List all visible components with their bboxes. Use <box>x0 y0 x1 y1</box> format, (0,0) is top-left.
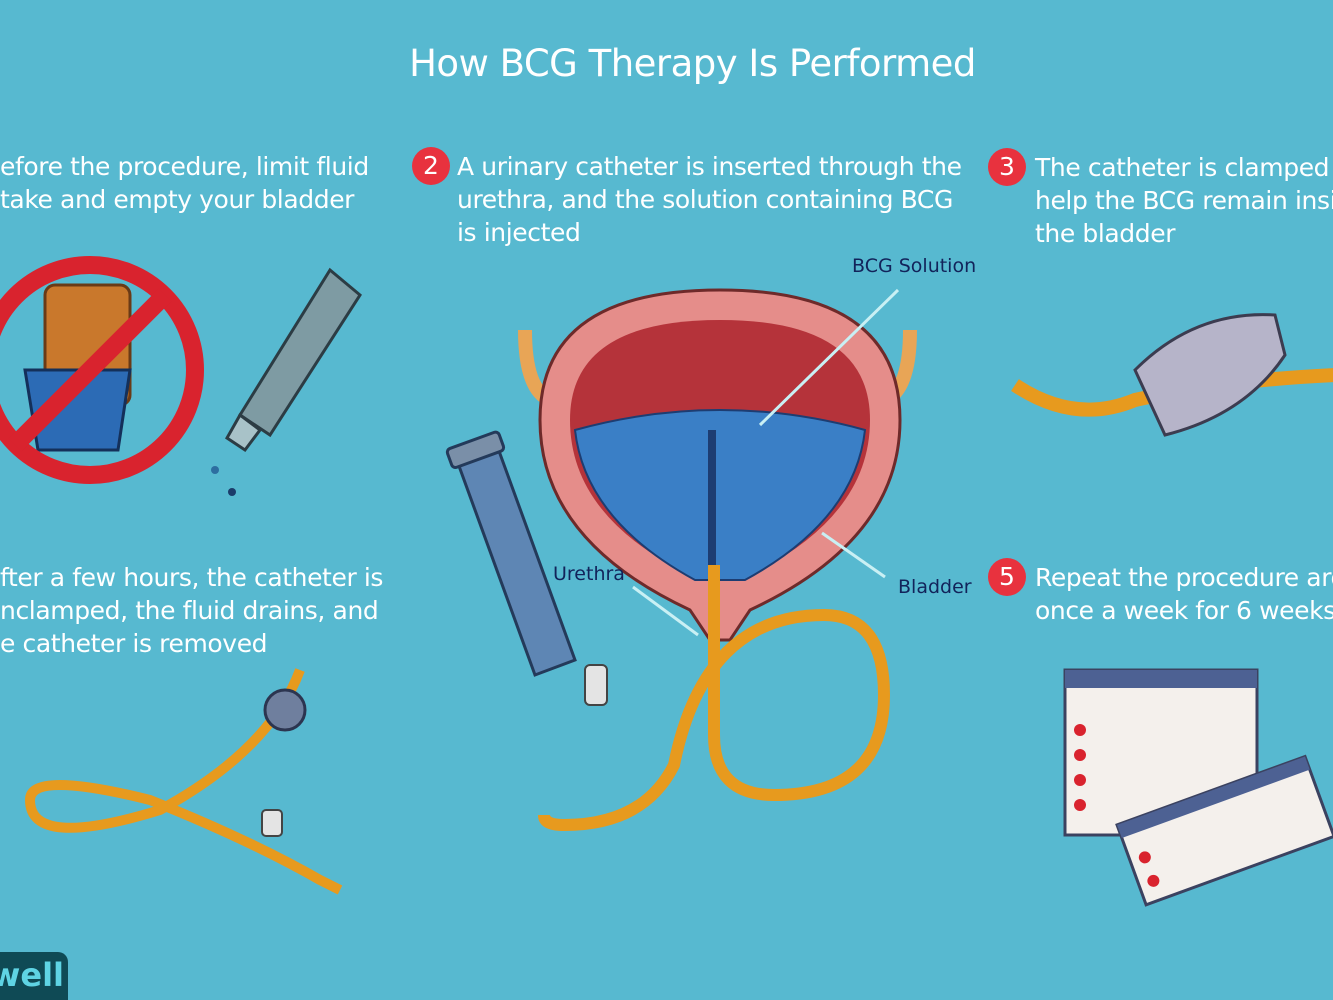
page-title: How BCG Therapy Is Performed <box>409 42 976 85</box>
step-1-text: efore the procedure, limit fluid take an… <box>0 150 369 216</box>
step-3-line: the bladder <box>1035 219 1176 248</box>
step-5-text: Repeat the procedure aro once a week for… <box>1035 561 1333 627</box>
brand-logo: well <box>0 952 68 1000</box>
step-3-line: help the BCG remain insi <box>1035 186 1333 215</box>
step-2-badge: 2 <box>412 147 450 185</box>
step-1-line: efore the procedure, limit fluid <box>0 152 369 181</box>
clamp-illustration <box>1011 313 1333 437</box>
step-4-line: nclamped, the fluid drains, and <box>0 596 379 625</box>
step-4-text: fter a few hours, the catheter is nclamp… <box>0 561 383 660</box>
step-3-badge: 3 <box>988 148 1026 186</box>
step-3-line: The catheter is clamped t <box>1035 153 1333 182</box>
step-5-line: once a week for 6 weeks <box>1035 596 1333 625</box>
step-4-line: fter a few hours, the catheter is <box>0 563 384 592</box>
catheter-illustration <box>24 668 343 895</box>
syringe-illustration <box>445 430 608 706</box>
bcg-solution-label: BCG Solution <box>852 255 977 277</box>
bladder-illustration <box>518 288 917 832</box>
step-2-line: urethra, and the solution containing BCG <box>457 185 953 214</box>
step-4-line: e catheter is removed <box>0 629 268 658</box>
step-2-line: A urinary catheter is inserted through t… <box>457 152 962 181</box>
step-5-line: Repeat the procedure aro <box>1035 563 1333 592</box>
bottle-illustration <box>211 267 362 496</box>
calendar-illustration <box>1063 668 1333 907</box>
step-3-text: The catheter is clamped t help the BCG r… <box>1035 151 1333 250</box>
no-drinks-illustration <box>0 256 204 484</box>
bladder-label: Bladder <box>898 576 972 598</box>
step-5-badge: 5 <box>988 558 1026 596</box>
step-2-line: is injected <box>457 218 581 247</box>
urethra-label: Urethra <box>553 563 625 585</box>
step-1-line: take and empty your bladder <box>0 185 355 214</box>
step-2-text: A urinary catheter is inserted through t… <box>457 150 962 249</box>
